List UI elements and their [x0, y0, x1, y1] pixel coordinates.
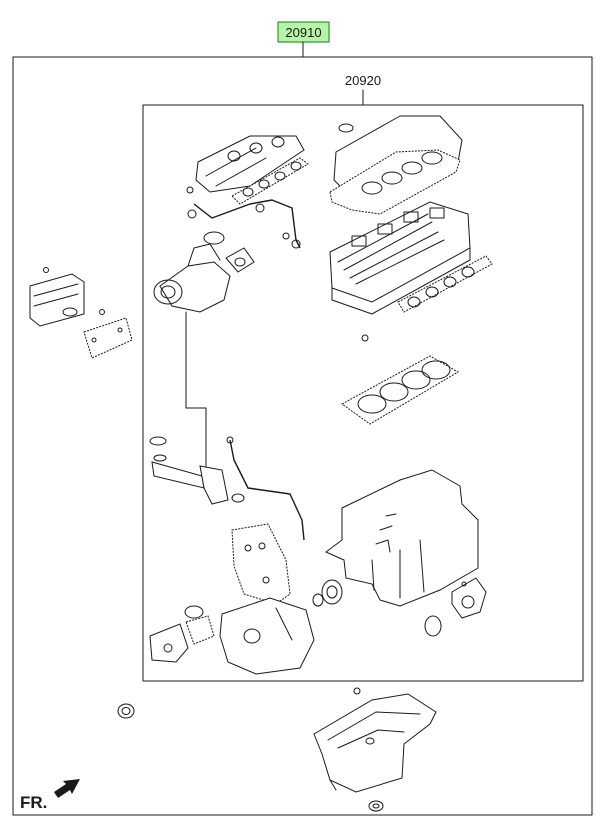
oil-return-pipe [149, 436, 305, 541]
outer-kit-label: 20910 [285, 25, 321, 40]
egr-cooler [29, 267, 133, 359]
front-label: FR. [20, 793, 47, 812]
cylinder-head [329, 201, 493, 342]
timing-cover-gasket [231, 523, 291, 605]
head-gasket [341, 355, 459, 425]
head-cover-gasket [329, 115, 463, 215]
exhaust-manifold [186, 135, 309, 205]
outer-kit-callout[interactable]: 20910 [277, 21, 330, 58]
water-pump [424, 577, 487, 637]
inner-kit-label: 20920 [345, 73, 381, 88]
arrow-down-left-icon [54, 779, 80, 798]
oil-pan [313, 687, 437, 812]
inner-kit-callout[interactable]: 20920 [345, 73, 381, 106]
outer-kit-frame [12, 56, 593, 816]
oil-pump [149, 605, 215, 663]
oil-feed-pipe [187, 199, 301, 249]
front-indicator: FR. [20, 779, 80, 812]
cylinder-block [325, 469, 479, 607]
timing-cover [219, 597, 315, 675]
inner-kit-frame [142, 104, 584, 682]
rear-oil-seal [117, 703, 135, 719]
turbocharger [153, 231, 255, 471]
front-seal [312, 579, 343, 607]
